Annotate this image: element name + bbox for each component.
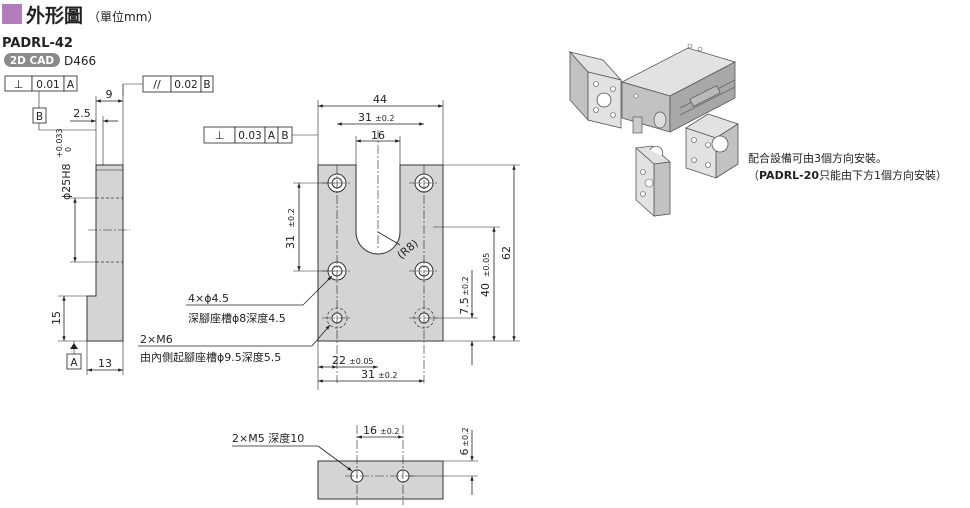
svg-text:±0.05: ±0.05 xyxy=(482,253,491,278)
svg-text:±0.2: ±0.2 xyxy=(380,427,399,436)
svg-text:31: 31 xyxy=(358,111,372,124)
svg-text:15: 15 xyxy=(50,311,63,325)
svg-text:+0.033: +0.033 xyxy=(55,128,64,158)
svg-text:±0.2: ±0.2 xyxy=(378,371,397,380)
mounting-note: 配合設備可由3個方向安裝。 （PADRL-20只能由下方1個方向安裝） xyxy=(748,150,947,184)
parallel-symbol-icon: // xyxy=(153,78,161,91)
svg-text:40: 40 xyxy=(479,283,492,297)
svg-text:0.01: 0.01 xyxy=(36,79,59,91)
svg-text:±0.2: ±0.2 xyxy=(461,276,470,295)
datum-b-label: B xyxy=(36,111,43,123)
header: 外形圖 （單位mm） PADRL-42 2D CAD D466 xyxy=(2,4,159,68)
cad-badge-label: 2D CAD xyxy=(10,55,55,67)
svg-text:±0.2: ±0.2 xyxy=(375,114,394,123)
svg-text:B: B xyxy=(281,130,288,142)
bottom-view: 2×M5 深度10 16 ±0.2 6 ±0.2 xyxy=(232,424,478,505)
front-view: // 0.02 B ⊥ 0.03 A B xyxy=(122,75,520,390)
gdt-parallelism: // 0.02 B xyxy=(142,75,214,93)
side-view: ⊥ 0.01 A B 9 2.5 ϕ25H8 +0.033 xyxy=(4,75,130,375)
svg-text:16: 16 xyxy=(363,424,377,437)
svg-text:±0.2: ±0.2 xyxy=(287,208,296,227)
model-name: PADRL-42 xyxy=(2,36,73,51)
mounting-note-model: PADRL-20 xyxy=(759,169,820,182)
mounting-note-line1: 配合設備可由3個方向安裝。 xyxy=(748,152,887,165)
m6-note-1: 2×M6 xyxy=(140,333,173,346)
m5-note: 2×M5 深度10 xyxy=(232,431,304,445)
svg-text:31: 31 xyxy=(361,368,375,381)
bore-dim: ϕ25H8 xyxy=(60,163,73,200)
mounting-note-line2: （PADRL-20只能由下方1個方向安裝） xyxy=(748,169,948,182)
bottom-plate xyxy=(317,460,444,500)
gdt-perpendicularity-front: ⊥ 0.03 A B xyxy=(203,126,293,144)
svg-text:16: 16 xyxy=(371,129,385,142)
svg-text:62: 62 xyxy=(500,246,513,260)
svg-text:9: 9 xyxy=(106,88,113,101)
svg-text:A: A xyxy=(67,79,75,91)
svg-text:13: 13 xyxy=(98,357,112,370)
iso-left-plate xyxy=(568,50,623,129)
svg-text:A: A xyxy=(268,130,276,142)
iso-right-plate xyxy=(685,113,739,179)
gdt-perpendicularity-side: ⊥ 0.01 A xyxy=(4,75,78,92)
svg-text:0: 0 xyxy=(64,147,73,152)
title-accent-square xyxy=(2,4,22,24)
svg-text:±0.2: ±0.2 xyxy=(461,427,470,446)
unit-note: （單位mm） xyxy=(88,9,159,24)
svg-text:7.5: 7.5 xyxy=(458,297,471,315)
svg-text:2.5: 2.5 xyxy=(73,107,91,120)
datum-a-label: A xyxy=(70,357,78,369)
cad-badge[interactable] xyxy=(4,53,60,67)
holes-note-2: 深腳座槽ϕ8深度4.5 xyxy=(188,311,286,325)
svg-text:31: 31 xyxy=(284,235,297,249)
page-title: 外形圖 xyxy=(26,4,83,27)
perp-symbol-icon: ⊥ xyxy=(14,78,24,91)
isometric-illustration xyxy=(568,43,739,217)
m6-note-2: 由內側起腳座槽ϕ9.5深度5.5 xyxy=(140,350,281,364)
svg-text:0.02: 0.02 xyxy=(174,79,197,91)
svg-text:0.03: 0.03 xyxy=(238,130,261,142)
svg-text:B: B xyxy=(203,79,210,91)
iso-gripper-body xyxy=(620,43,737,134)
front-plate xyxy=(317,164,444,342)
perp-symbol-front-icon: ⊥ xyxy=(215,129,225,142)
svg-text:22: 22 xyxy=(332,354,346,367)
holes-note-1: 4×ϕ4.5 xyxy=(188,292,229,305)
iso-bottom-plate xyxy=(635,145,671,217)
side-plate-base xyxy=(87,296,123,341)
cad-code: D466 xyxy=(64,54,96,68)
svg-text:±0.05: ±0.05 xyxy=(349,357,374,366)
svg-text:6: 6 xyxy=(458,449,471,456)
svg-text:44: 44 xyxy=(373,93,387,106)
